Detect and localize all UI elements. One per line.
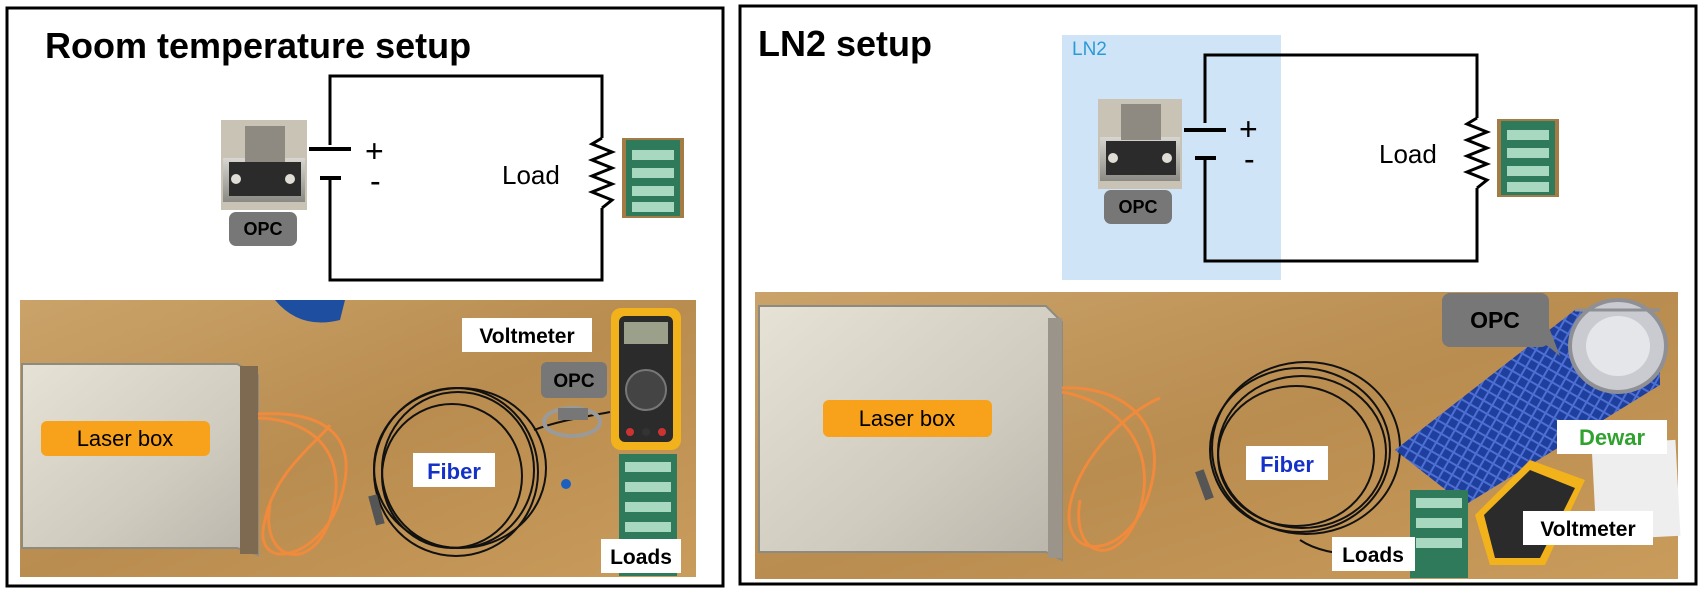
right-opc-badge [1104, 190, 1172, 224]
left-opc-device [558, 408, 588, 420]
left-voltmeter-label-bg [462, 318, 592, 352]
left-laser-box-label: Laser box [77, 426, 174, 451]
right-dewar-label: Dewar [1579, 425, 1645, 450]
left-voltmeter-photo [611, 308, 681, 450]
left-minus-sign: - [370, 163, 381, 199]
right-plus-sign: + [1239, 111, 1258, 147]
right-opc-photo-badge [1442, 293, 1549, 347]
left-opc-badge [229, 212, 297, 246]
left-opc-photo-badge [541, 362, 607, 398]
left-opc-label: OPC [243, 219, 282, 239]
right-opc-photo [1098, 99, 1182, 189]
right-circuit: + - Load OPC [1098, 53, 1559, 263]
right-loads-label: Loads [1342, 544, 1404, 567]
left-blue-object [275, 300, 345, 323]
right-load-resistor [1462, 116, 1492, 190]
left-fiber-label-bg [413, 453, 495, 487]
left-loads-label: Loads [610, 546, 672, 569]
right-voltmeter-label-bg [1523, 511, 1653, 545]
left-loads-label-bg [601, 539, 681, 573]
left-load-board-photo [622, 138, 684, 218]
right-circuit-top-wire [1203, 53, 1479, 123]
left-voltmeter-label: Voltmeter [479, 325, 574, 348]
left-circuit-bottom-wire [328, 178, 604, 282]
left-circuit-top-wire [328, 74, 604, 145]
right-loads-label-bg [1332, 537, 1415, 571]
left-load-label: Load [502, 160, 560, 190]
left-load-resistor [587, 136, 617, 210]
right-fiber-connector [1195, 469, 1214, 501]
right-minus-sign: - [1244, 141, 1255, 177]
ln2-region-label: LN2 [1072, 39, 1107, 60]
left-fiber-connector [368, 494, 385, 526]
right-circuit-bottom-wire [1203, 158, 1479, 263]
left-black-fiber-coil [373, 387, 611, 557]
left-fiber-label: Fiber [427, 459, 481, 484]
left-plus-sign: + [365, 133, 384, 169]
left-opc-photo [221, 120, 307, 210]
right-dewar-photo [1395, 298, 1668, 505]
right-loads-board-photo [1410, 490, 1468, 578]
right-load-board-photo [1497, 119, 1559, 197]
left-circuit: + - Load OPC [221, 74, 684, 282]
right-dewar-label-bg [1557, 420, 1667, 454]
right-panel: LN2 setup LN2 + - Load OPC [738, 4, 1698, 586]
right-fiber-label-bg [1246, 446, 1328, 480]
left-laser-box-panel [240, 366, 258, 554]
left-blue-dot [561, 479, 571, 489]
left-laser-box-label-bg [41, 421, 210, 456]
right-photo: OPC Laser box Fiber Dewar Loads Voltmete… [755, 292, 1681, 579]
right-orange-fiber [1061, 386, 1161, 552]
left-opc-photo-label: OPC [553, 371, 594, 392]
right-opc-label: OPC [1118, 197, 1157, 217]
right-laser-box-label-bg [823, 400, 992, 437]
left-panel-title: Room temperature setup [45, 25, 471, 66]
left-orange-fiber [257, 412, 348, 556]
right-panel-title: LN2 setup [758, 23, 932, 64]
right-load-label: Load [1379, 139, 1437, 169]
left-laser-box [21, 363, 259, 557]
right-opc-photo-label: OPC [1470, 307, 1520, 333]
right-voltmeter-label: Voltmeter [1540, 518, 1635, 541]
right-fiber-label: Fiber [1260, 452, 1314, 477]
right-laser-box-label: Laser box [859, 406, 956, 431]
right-laser-box-panel [1048, 318, 1062, 558]
left-panel: Room temperature setup + - Load OPC [5, 6, 725, 588]
left-photo: Laser box Fiber Voltmeter OPC Loads [20, 300, 696, 577]
